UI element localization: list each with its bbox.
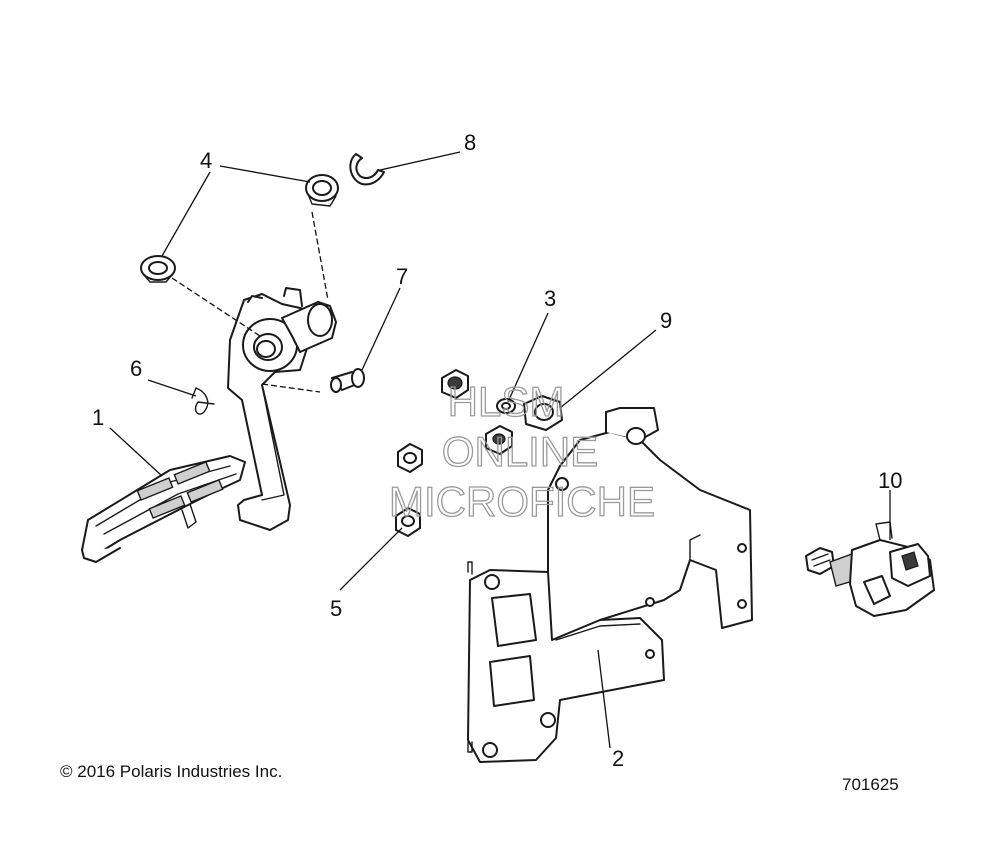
callout-8: 8: [464, 130, 476, 155]
callout-2: 2: [612, 746, 624, 771]
mounting-bracket: [467, 407, 753, 763]
watermark: HLSM ONLINE MICROFICHE: [388, 377, 655, 525]
clevis-pin: [330, 368, 365, 393]
leader-lines: [109, 151, 891, 749]
watermark-line-3: MICROFICHE: [389, 478, 655, 525]
callouts: 1 2 3 4 5 6 7 8 9 10: [92, 130, 902, 771]
flange-nut-2: [397, 443, 423, 473]
callout-4: 4: [200, 148, 212, 173]
callout-9: 9: [660, 308, 672, 333]
flange-nut-1: [441, 369, 469, 399]
brake-switch: [805, 521, 935, 617]
callout-1: 1: [92, 405, 104, 430]
flange-nut-3: [485, 425, 513, 455]
copyright-text: © 2016 Polaris Industries Inc.: [60, 762, 283, 781]
e-clip: [349, 153, 385, 186]
drawing-number: 701625: [842, 775, 899, 794]
watermark-line-1: HLSM: [448, 378, 565, 425]
callout-6: 6: [130, 356, 142, 381]
brake-pedal-assembly: [81, 287, 337, 563]
hitch-pin-clip: [191, 387, 215, 415]
bushing-left: [140, 255, 176, 283]
flange-nut-4: [395, 507, 421, 537]
callout-5: 5: [330, 596, 342, 621]
callout-10: 10: [878, 468, 902, 493]
watermark-line-2: ONLINE: [442, 428, 598, 475]
callout-7: 7: [396, 264, 408, 289]
washer: [496, 398, 516, 414]
callout-3: 3: [544, 286, 556, 311]
hex-nut: [523, 395, 563, 431]
bushing-right: [305, 174, 339, 207]
